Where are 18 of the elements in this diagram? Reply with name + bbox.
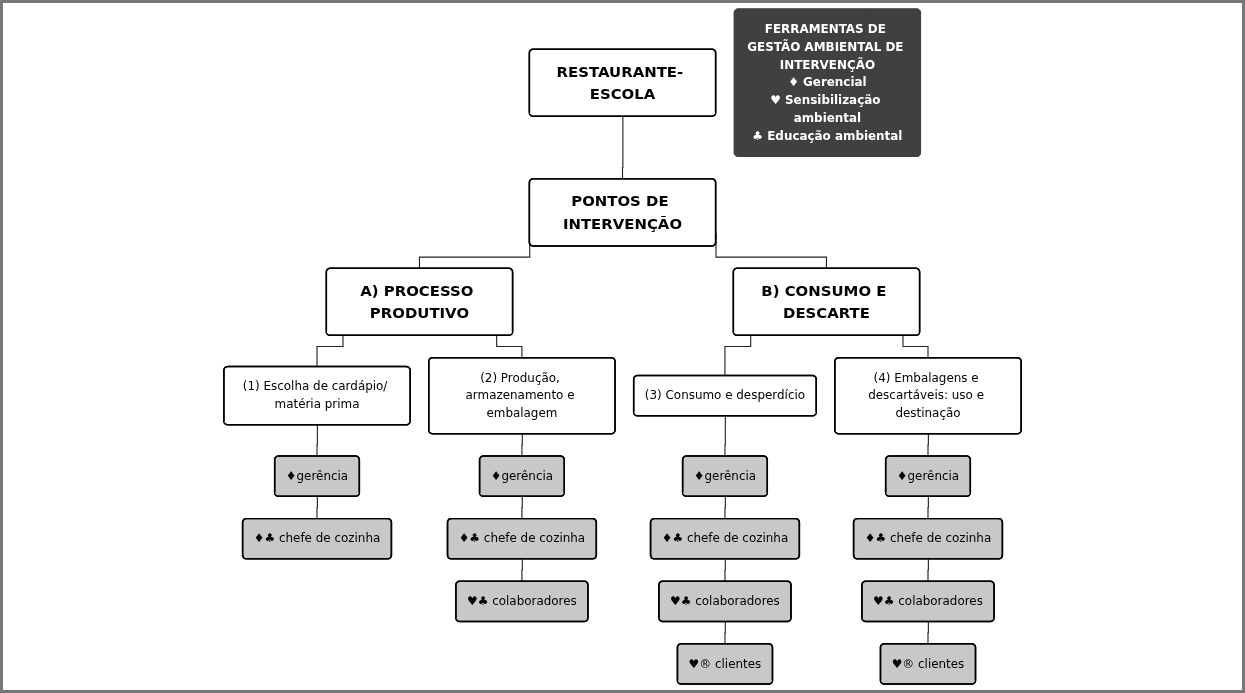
connector bbox=[521, 558, 523, 583]
connector bbox=[621, 116, 624, 180]
connector bbox=[724, 558, 726, 583]
connector bbox=[521, 433, 523, 457]
connector bbox=[724, 415, 726, 457]
connector bbox=[724, 496, 726, 520]
connector bbox=[927, 496, 929, 520]
connector bbox=[316, 335, 344, 368]
connector bbox=[316, 424, 318, 457]
connector bbox=[927, 621, 929, 645]
connector bbox=[521, 496, 523, 520]
connector bbox=[724, 621, 726, 645]
connector bbox=[902, 335, 929, 359]
connector bbox=[496, 335, 523, 359]
connector bbox=[724, 335, 752, 377]
connector bbox=[927, 558, 929, 583]
connector bbox=[927, 433, 929, 457]
connector bbox=[316, 496, 318, 520]
